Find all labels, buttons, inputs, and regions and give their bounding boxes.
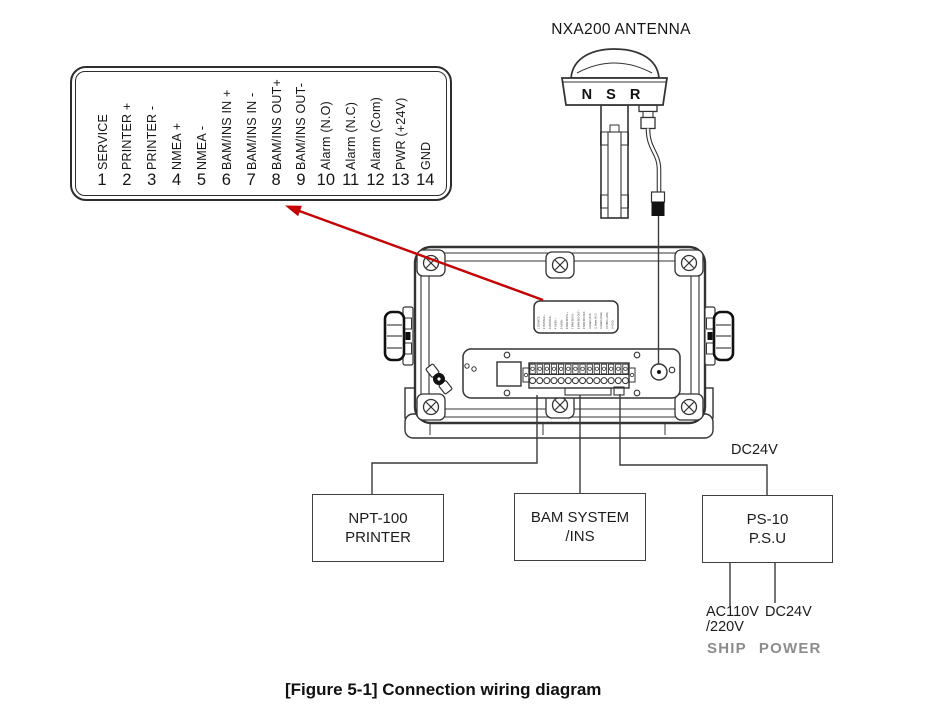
terminal-number: 4: [172, 171, 182, 189]
terminal-legend-inner-border: [75, 71, 447, 196]
svg-text:6 BAM/INS IN +: 6 BAM/INS IN +: [566, 311, 569, 329]
svg-text:2 PRINTER +: 2 PRINTER +: [543, 314, 546, 329]
panel-square-cutout: [496, 361, 522, 387]
terminal-number: 5: [196, 171, 207, 189]
terminal-number: 3: [147, 171, 157, 189]
terminal-number: 13: [391, 171, 410, 189]
svg-text:11 Alarm (N.C): 11 Alarm (N.C): [595, 313, 598, 329]
bam-system-box: BAM SYSTEM /INS: [514, 493, 646, 561]
svg-text:9 BAM/INS OUT-: 9 BAM/INS OUT-: [583, 311, 586, 329]
connector-panel: [425, 348, 681, 399]
clamp-screw: [416, 393, 446, 421]
dc24v-top-label: DC24V: [731, 442, 778, 458]
bam-box-line2: /INS: [565, 528, 595, 545]
figure-caption: [Figure 5-1] Connection wiring diagram: [285, 680, 602, 699]
terminal-label: BAM/INS IN +: [219, 89, 234, 170]
svg-text:13 PWR (+24V): 13 PWR (+24V): [606, 312, 609, 329]
terminal-label: BAM/INS OUT+: [269, 79, 284, 170]
antenna-drawing: N S R: [560, 48, 669, 219]
right-knob: [704, 306, 735, 366]
terminal-label: PRINTER +: [120, 102, 135, 170]
printer-box-line1: NPT-100: [348, 510, 408, 527]
terminal-number: 2: [122, 171, 132, 189]
terminal-label: Alarm (N.O): [319, 101, 334, 170]
wire-psu-dc24v: [619, 394, 768, 495]
psu-box: PS-10 P.S.U: [702, 495, 833, 563]
terminal-number: 7: [246, 171, 256, 189]
terminal-number: 6: [221, 171, 231, 189]
wires: [371, 216, 776, 607]
terminal-label: Alarm (N.C): [344, 101, 359, 170]
svg-text:5 NMEA -: 5 NMEA -: [560, 319, 563, 329]
cable-connector: [650, 191, 666, 203]
terminal-number: 1: [97, 171, 107, 189]
bam-box-line1: BAM SYSTEM: [530, 509, 630, 526]
clamp-screw: [545, 251, 575, 279]
red-arrow: [285, 205, 544, 302]
terminal-label: PWR (+24V): [393, 97, 408, 170]
clamp-screw: [674, 393, 704, 421]
svg-text:7 BAM/INS IN -: 7 BAM/INS IN -: [572, 312, 575, 329]
svg-text:1 SERVICE: 1 SERVICE: [538, 316, 541, 329]
terminal-label: BAM/INS IN -: [244, 92, 259, 170]
terminal-number: 9: [296, 171, 306, 189]
left-knob: [383, 306, 414, 366]
terminal-label: GND: [418, 141, 433, 170]
terminal-label: BAM/INS OUT-: [294, 82, 309, 170]
terminal-duct: [564, 387, 612, 396]
terminal-label: SERVICE: [95, 113, 110, 170]
ship-power-label: SHIP POWER: [707, 640, 822, 657]
svg-text:8 BAM/INS OUT+: 8 BAM/INS OUT+: [577, 309, 580, 329]
terminal-number: 8: [271, 171, 281, 189]
terminal-label: NMEA -: [194, 125, 209, 170]
psu-box-line2: P.S.U: [748, 530, 787, 547]
ac-input-label: AC110V /220V: [706, 605, 759, 635]
svg-text:14 GND: 14 GND: [612, 320, 615, 329]
ac-input-line2: /220V: [706, 619, 744, 635]
svg-text:3 PRINTER -: 3 PRINTER -: [549, 315, 552, 329]
terminal-label: NMEA +: [170, 122, 185, 170]
printer-box-line2: PRINTER: [345, 529, 411, 546]
ac-input-line1: AC110V: [706, 604, 759, 620]
cable-connector-black: [651, 202, 665, 216]
dc24v-bottom-label: DC24V: [765, 604, 812, 620]
clamp-screw: [674, 249, 704, 277]
antenna-brand-text: N S R: [582, 87, 646, 103]
terminal-tab: [613, 386, 625, 396]
terminal-strip-cells: [529, 363, 629, 385]
terminal-number: 12: [366, 171, 385, 189]
svg-text:10 Alarm (N.O): 10 Alarm (N.O): [589, 313, 592, 329]
antenna-title: NXA200 ANTENNA: [551, 21, 691, 38]
printer-box: NPT-100 PRINTER: [312, 494, 444, 562]
terminal-label: PRINTER -: [145, 105, 160, 170]
terminal-label: Alarm (Com): [369, 96, 384, 170]
terminal-number: 11: [342, 171, 360, 189]
wire-printer: [371, 395, 538, 494]
svg-text:12 Alarm (Com): 12 Alarm (Com): [600, 312, 603, 329]
terminal-strip: [522, 362, 636, 389]
psu-box-line1: PS-10: [746, 511, 789, 528]
terminal-number: 14: [416, 171, 435, 189]
terminal-number: 10: [316, 171, 335, 189]
svg-text:4 NMEA +: 4 NMEA +: [555, 318, 558, 329]
wing-toggle: [425, 363, 453, 395]
